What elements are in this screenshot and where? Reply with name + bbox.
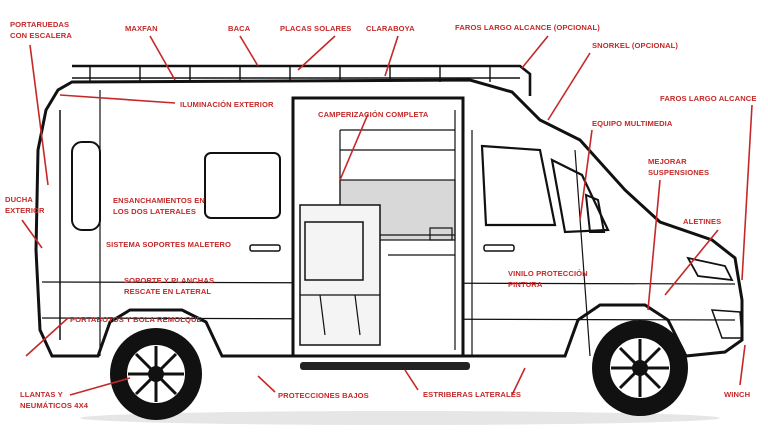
label-estriberas: ESTRIBERAS LATERALES: [423, 390, 521, 399]
front-wheel: [592, 320, 688, 416]
label-soportes-maletero: SISTEMA SOPORTES MALETERO: [106, 240, 231, 249]
label-baca: BACA: [228, 24, 251, 33]
leader-snorkel: [548, 53, 590, 120]
label-faros-opcional: FAROS LARGO ALCANCE (OPCIONAL): [455, 23, 600, 32]
leader-portabotos: [26, 318, 68, 356]
leader-baca: [240, 36, 258, 66]
leader-ducha: [22, 220, 42, 248]
leader-iluminacion: [60, 95, 175, 103]
cab-window: [482, 146, 555, 225]
rear-wheel: [110, 328, 202, 420]
label-mejorar-suspensiones: MEJORAR SUSPENSIONES: [648, 157, 709, 177]
leader-claraboya: [385, 36, 398, 76]
label-portaruedas: PORTARUEDAS CON ESCALERA: [10, 20, 72, 40]
side-step: [300, 362, 470, 370]
leader-maxfan: [150, 36, 175, 80]
rear-window: [72, 142, 100, 230]
label-camperizacion: CAMPERIZACIÓN COMPLETA: [318, 110, 429, 119]
label-winch: WINCH: [724, 390, 750, 399]
label-maxfan: MAXFAN: [125, 24, 158, 33]
label-equipo-multimedia: EQUIPO MULTIMEDIA: [592, 119, 673, 128]
label-soporte-planchas: SOPORTE Y PLANCHAS RESCATE EN LATERAL: [124, 276, 216, 296]
label-ducha-exterior: DUCHA EXTERIOR: [5, 195, 45, 215]
label-aletines: ALETINES: [683, 217, 721, 226]
label-placas-solares: PLACAS SOLARES: [280, 24, 351, 33]
side-window: [205, 153, 280, 218]
leader-suspensiones: [648, 180, 660, 310]
label-iluminacion-exterior: ILUMINACIÓN EXTERIOR: [180, 100, 274, 109]
leader-faros-opcional: [522, 36, 548, 68]
label-ensanchamientos: ENSANCHAMIENTOS EN LOS DOS LATERALES: [113, 196, 207, 216]
leader-protecciones: [258, 376, 275, 392]
leader-estriberas: [405, 370, 418, 390]
label-faros-largo-alcance: FAROS LARGO ALCANCE: [660, 94, 757, 103]
leader-winch: [740, 345, 745, 385]
label-claraboya: CLARABOYA: [366, 24, 415, 33]
label-portabotos: PORTABOTOS Y BOLA REMOLQUE: [70, 315, 202, 324]
label-vinilo: VINILO PROTECCIÓN PINTURA: [508, 269, 590, 289]
label-snorkel: SNORKEL (OPCIONAL): [592, 41, 678, 50]
leader-faros-largo: [742, 105, 752, 280]
label-protecciones: PROTECCIONES BAJOS: [278, 391, 369, 400]
